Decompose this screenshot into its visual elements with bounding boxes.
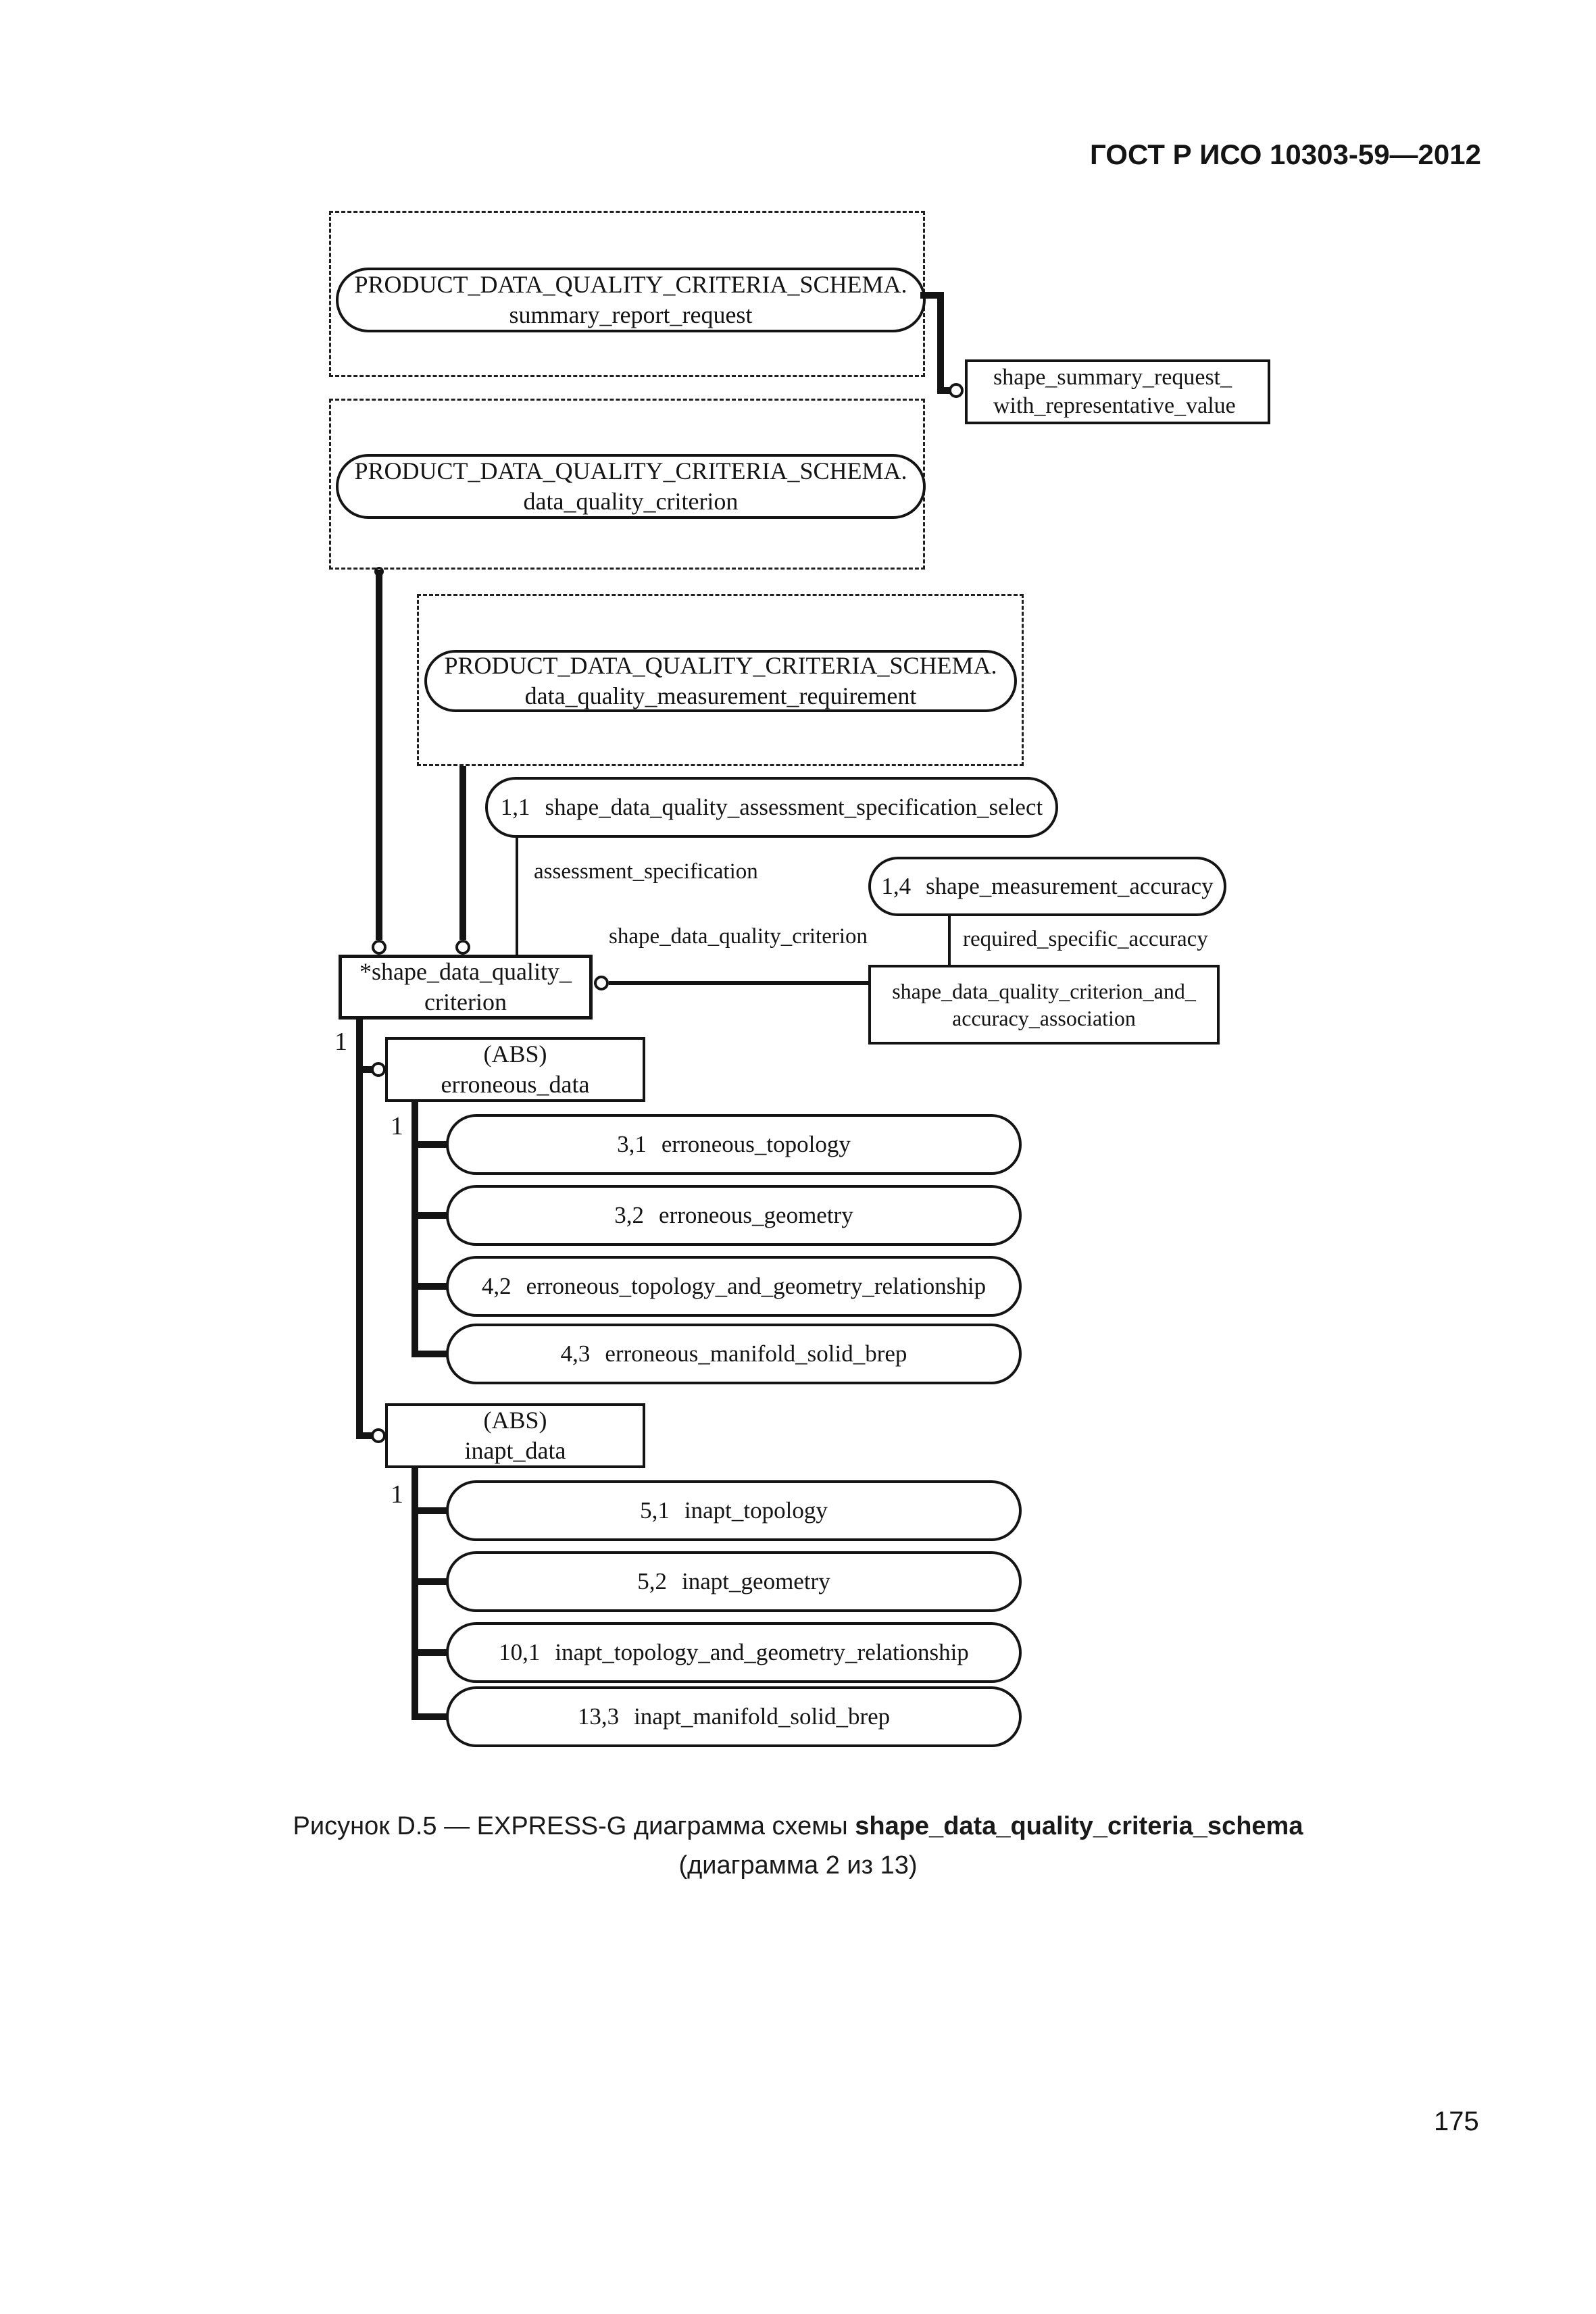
entity-name-line2: criterion: [424, 988, 507, 1015]
entity-shape-data-quality-criterion-and-accuracy-association: shape_data_quality_criterion_and_ accura…: [868, 965, 1220, 1045]
entity-name-line1: (ABS): [483, 1407, 547, 1434]
schema-ref-entity-name: data_quality_criterion: [523, 488, 739, 515]
branch-stub-erroneous-topology: [418, 1141, 449, 1148]
connector-summary-h1: [920, 292, 941, 299]
branch-stub-inapt-geometry: [418, 1578, 449, 1585]
open-circle-summary: [949, 383, 964, 398]
supertype-line-1: [376, 570, 382, 940]
attribute-label-shape-data-quality-criterion: shape_data_quality_criterion: [608, 924, 868, 949]
page-ref-name: shape_data_quality_assessment_specificat…: [545, 794, 1043, 821]
entity-name-line2: inapt_data: [464, 1437, 566, 1464]
cardinality-label-2: 1: [391, 1112, 403, 1140]
pageref-inapt-geometry: 5,2 inapt_geometry: [446, 1551, 1022, 1612]
page-ref-number: 4,2: [481, 1273, 512, 1300]
subtype-spine-inapt: [412, 1468, 418, 1720]
page-ref-name: erroneous_manifold_solid_brep: [605, 1340, 907, 1367]
subtype-spine-erroneous: [412, 1102, 418, 1357]
cardinality-label-3: 1: [391, 1480, 403, 1509]
schema-ref-data-quality-measurement-requirement: PRODUCT_DATA_QUALITY_CRITERIA_SCHEMA. da…: [424, 650, 1017, 712]
attribute-line-shape-data-quality-criterion: [609, 981, 868, 985]
page-ref-number: 1,1: [500, 794, 530, 821]
schema-ref-summary-report-request: PRODUCT_DATA_QUALITY_CRITERIA_SCHEMA. su…: [336, 268, 926, 332]
subtype-stub-erroneous: [363, 1066, 372, 1073]
branch-stub-erroneous-topology-and-geometry-relationship: [418, 1283, 449, 1290]
branch-stub-inapt-topology: [418, 1507, 449, 1514]
entity-shape-summary-request-with-representative-value: shape_summary_request_ with_representati…: [965, 359, 1270, 424]
pageref-inapt-topology-and-geometry-relationship: 10,1 inapt_topology_and_geometry_relatio…: [446, 1622, 1022, 1683]
entity-name-line1: *shape_data_quality_: [359, 958, 572, 985]
entity-name-line1: (ABS): [483, 1040, 547, 1067]
connector-summary-h2: [941, 387, 950, 394]
branch-stub-inapt-manifold-solid-brep: [418, 1713, 449, 1720]
interschema-ref-box-data-quality-measurement-requirement: [417, 594, 1024, 766]
entity-name-line2: with_representative_value: [993, 393, 1236, 418]
page-ref-number: 3,1: [617, 1131, 647, 1158]
figure-caption-subtitle: (диаграмма 2 из 13): [678, 1851, 918, 1880]
page-number: 175: [1434, 2107, 1479, 2136]
connector-summary-v: [937, 292, 944, 394]
pageref-erroneous-geometry: 3,2 erroneous_geometry: [446, 1185, 1022, 1246]
pageref-erroneous-manifold-solid-brep: 4,3 erroneous_manifold_solid_brep: [446, 1324, 1022, 1384]
open-circle-criterion-top-2: [455, 940, 470, 955]
figure-caption-text: Рисунок D.5 — EXPRESS-G диаграмма схемы: [293, 1812, 855, 1840]
page-ref-number: 3,2: [614, 1202, 645, 1229]
subtype-stub-inapt: [363, 1432, 372, 1439]
open-circle-criterion-top-1: [372, 940, 386, 955]
attribute-label-required-specific-accuracy: required_specific_accuracy: [963, 927, 1208, 951]
page-ref-name: erroneous_topology_and_geometry_relation…: [526, 1273, 987, 1300]
supertype-line-2: [459, 766, 466, 940]
open-circle-erroneous: [371, 1062, 386, 1077]
entity-name-line2: accuracy_association: [952, 1006, 1136, 1030]
figure-caption: Рисунок D.5 — EXPRESS-G диаграмма схемы …: [0, 1812, 1596, 1841]
page-ref-name: inapt_topology_and_geometry_relationship: [555, 1639, 969, 1666]
pageref-shape-data-quality-assessment-specification-select: 1,1 shape_data_quality_assessment_specif…: [485, 777, 1058, 838]
page-ref-name: erroneous_topology: [661, 1131, 851, 1158]
standard-number: ГОСТ Р ИСО 10303-59—2012: [1090, 139, 1481, 170]
schema-ref-entity-name: data_quality_measurement_requirement: [524, 682, 917, 709]
entity-name-line2: erroneous_data: [441, 1071, 590, 1098]
entity-inapt-data: (ABS) inapt_data: [385, 1403, 645, 1468]
schema-ref-data-quality-criterion: PRODUCT_DATA_QUALITY_CRITERIA_SCHEMA. da…: [336, 454, 926, 519]
page-ref-name: erroneous_geometry: [659, 1202, 853, 1229]
page-ref-number: 1,4: [881, 873, 912, 900]
pageref-inapt-manifold-solid-brep: 13,3 inapt_manifold_solid_brep: [446, 1686, 1022, 1747]
entity-shape-data-quality-criterion: *shape_data_quality_ criterion: [339, 955, 593, 1020]
branch-stub-erroneous-geometry: [418, 1212, 449, 1219]
page-ref-name: inapt_geometry: [682, 1568, 830, 1595]
schema-ref-schema-name: PRODUCT_DATA_QUALITY_CRITERIA_SCHEMA.: [354, 271, 907, 299]
entity-erroneous-data: (ABS) erroneous_data: [385, 1037, 645, 1102]
page-ref-number: 5,2: [637, 1568, 668, 1595]
page-ref-name: inapt_manifold_solid_brep: [634, 1703, 891, 1730]
page-ref-number: 4,3: [560, 1340, 591, 1367]
subtype-spine-criterion: [356, 1020, 363, 1439]
page-ref-name: shape_measurement_accuracy: [926, 873, 1214, 900]
pageref-erroneous-topology-and-geometry-relationship: 4,2 erroneous_topology_and_geometry_rela…: [446, 1256, 1022, 1317]
page-ref-number: 10,1: [499, 1639, 541, 1666]
schema-ref-schema-name: PRODUCT_DATA_QUALITY_CRITERIA_SCHEMA.: [354, 457, 907, 485]
pageref-erroneous-topology: 3,1 erroneous_topology: [446, 1114, 1022, 1175]
branch-stub-erroneous-manifold-solid-brep: [418, 1351, 449, 1357]
page-ref-number: 5,1: [640, 1497, 670, 1524]
pageref-inapt-topology: 5,1 inapt_topology: [446, 1480, 1022, 1541]
branch-stub-inapt-topology-and-geometry-relationship: [418, 1649, 449, 1656]
attribute-label-assessment-specification: assessment_specification: [534, 859, 758, 884]
attribute-line-assessment-specification: [516, 838, 518, 955]
figure-caption-schema-name: shape_data_quality_criteria_schema: [855, 1812, 1303, 1840]
schema-ref-schema-name: PRODUCT_DATA_QUALITY_CRITERIA_SCHEMA.: [444, 652, 997, 680]
entity-name-line1: shape_data_quality_criterion_and_: [892, 979, 1196, 1003]
open-circle-criterion-right: [594, 976, 609, 990]
schema-ref-entity-name: summary_report_request: [509, 301, 753, 328]
open-circle-inapt: [371, 1428, 386, 1443]
attribute-line-required-specific-accuracy: [948, 916, 951, 965]
page-ref-name: inapt_topology: [684, 1497, 828, 1524]
pageref-shape-measurement-accuracy: 1,4 shape_measurement_accuracy: [868, 857, 1226, 916]
entity-name-line1: shape_summary_request_: [993, 364, 1232, 390]
cardinality-label-1: 1: [334, 1028, 347, 1056]
page-ref-number: 13,3: [577, 1703, 620, 1730]
